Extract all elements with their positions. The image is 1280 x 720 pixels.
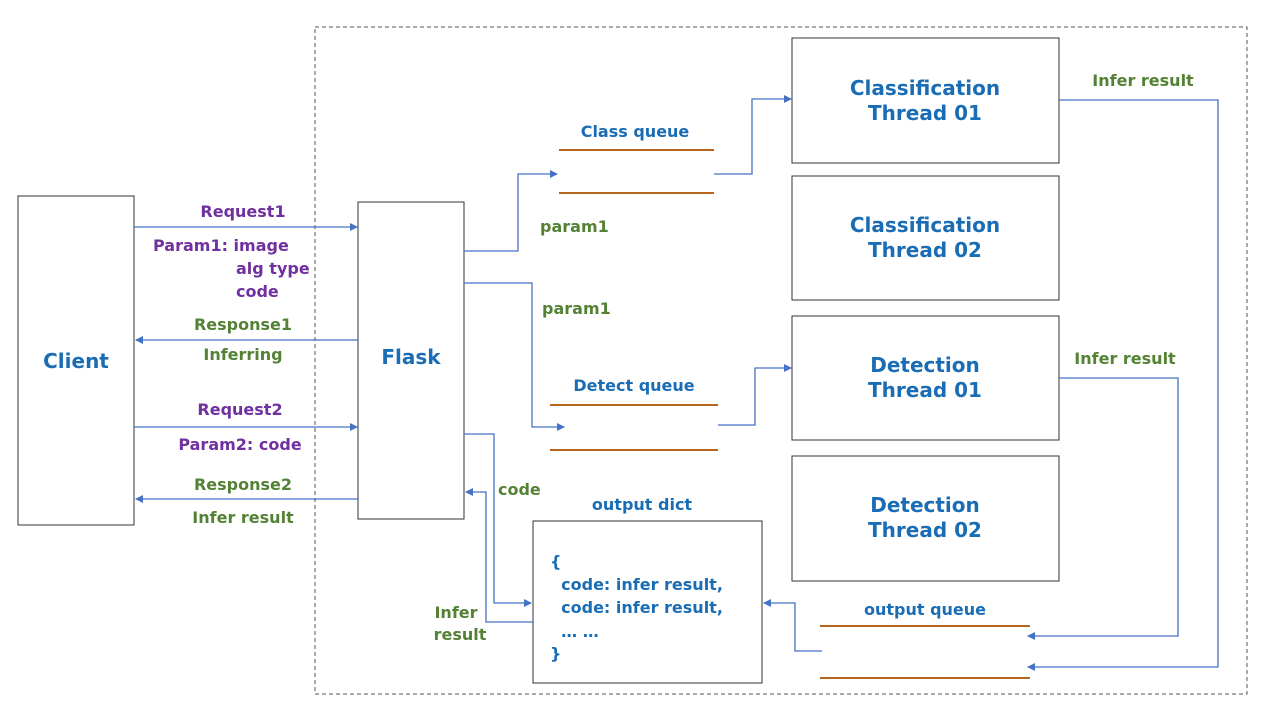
infer-result-response-label: Infer result (192, 508, 294, 527)
infer-result-back-line2: result (434, 625, 487, 644)
classification-thread-01-line2: Thread 01 (868, 101, 982, 125)
class-queue-to-thread-arrow (714, 95, 792, 175)
detection-to-output-queue-arrow (1027, 377, 1179, 640)
param1-image-label: Param1: image (153, 236, 289, 255)
class-queue-label: Class queue (581, 122, 690, 141)
request1-label: Request1 (200, 202, 285, 221)
detection-thread-02-line1: Detection (870, 493, 980, 517)
param1-alg-label: alg type (236, 259, 310, 278)
classification-thread-02-line1: Classification (850, 213, 1000, 237)
output-queue-label: output queue (864, 600, 986, 619)
output-dict-line-2: code: infer result, (550, 598, 723, 617)
output-queue-to-dict-arrow (763, 599, 822, 652)
infer-result-back-line1: Infer (434, 603, 477, 622)
request2-label: Request2 (197, 400, 282, 419)
classification-thread-01-box (791, 37, 1060, 164)
output-dict-line-open: { (550, 552, 561, 571)
classification-to-output-queue-arrow (1027, 99, 1219, 671)
detection-thread-01-line2: Thread 01 (868, 378, 982, 402)
client-label: Client (43, 349, 109, 373)
detection-thread-01-line1: Detection (870, 353, 980, 377)
param1-detect-label: param1 (542, 299, 611, 318)
param1-class-label: param1 (540, 217, 609, 236)
inferring-label: Inferring (203, 345, 282, 364)
classification-thread-01-line1: Classification (850, 76, 1000, 100)
server-boundary (314, 26, 1248, 695)
output-dict-line-close: } (550, 644, 561, 663)
infer-result-detect-label: Infer result (1074, 349, 1176, 368)
flask-label: Flask (381, 345, 441, 369)
output-dict-title: output dict (592, 495, 693, 514)
classification-thread-02-line2: Thread 02 (868, 238, 982, 262)
flask-to-detect-queue-arrow (464, 282, 565, 431)
client-box (17, 195, 135, 526)
param1-code-label: code (236, 282, 279, 301)
flask-to-class-queue-arrow (464, 170, 558, 252)
detect-queue-label: Detect queue (573, 376, 694, 395)
code-label: code (498, 480, 541, 499)
detection-thread-02-line2: Thread 02 (868, 518, 982, 542)
detect-queue-to-thread-arrow (718, 364, 792, 426)
output-dict-box (532, 520, 763, 684)
response1-label: Response1 (194, 315, 292, 334)
detection-thread-02-box (791, 455, 1060, 582)
flask-to-output-dict-arrow (464, 433, 532, 607)
infer-result-class-label: Infer result (1092, 71, 1194, 90)
output-dict-to-flask-arrow (465, 488, 533, 623)
param2-label: Param2: code (178, 435, 301, 454)
classification-thread-02-box (791, 175, 1060, 301)
output-dict-line-1: code: infer result, (550, 575, 723, 594)
flask-box (357, 201, 465, 520)
output-dict-line-3: … … (550, 622, 599, 641)
response2-label: Response2 (194, 475, 292, 494)
